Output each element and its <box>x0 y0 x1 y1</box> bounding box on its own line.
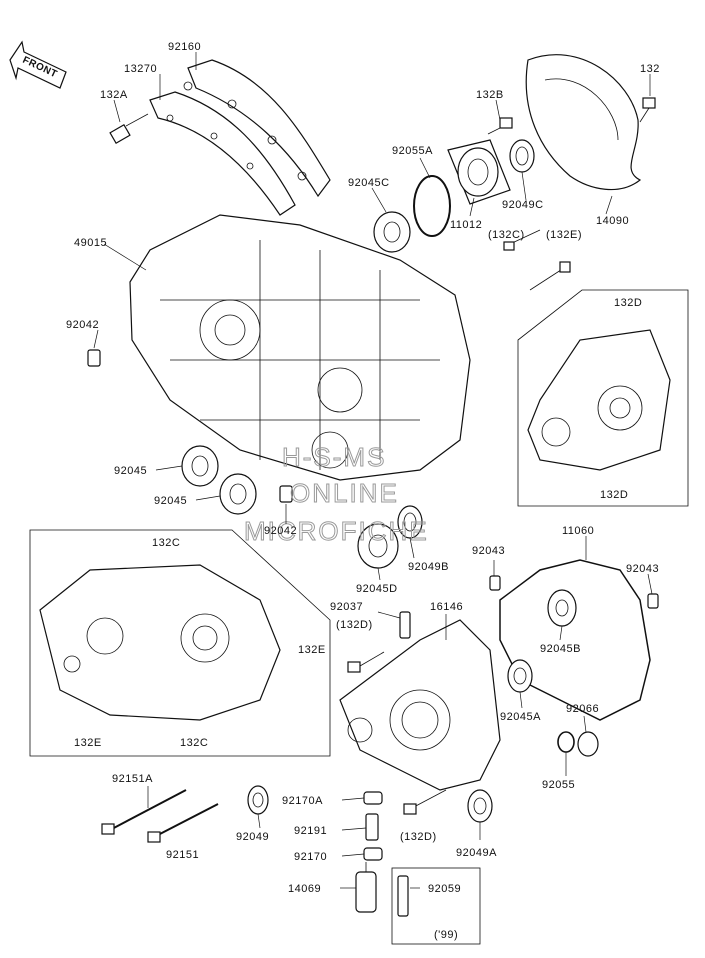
label-92055a: 92055A <box>392 145 433 157</box>
label-11012: 11012 <box>450 219 482 231</box>
oring-92055a <box>413 175 451 237</box>
label-92045d: 92045D <box>356 583 398 595</box>
label-92042-top: 92042 <box>66 319 99 331</box>
label-132b: 132B <box>476 89 504 101</box>
label-92043-right: 92043 <box>626 563 659 575</box>
seal-92049 <box>247 785 269 815</box>
label-132c-bottom: 132C <box>180 737 208 749</box>
label-14069: 14069 <box>288 883 321 895</box>
label-14090: 14090 <box>596 215 629 227</box>
label-92170: 92170 <box>294 851 327 863</box>
cover-14090 <box>525 54 642 191</box>
label-132e-bottom: 132E <box>74 737 102 749</box>
label-92043-left: 92043 <box>472 545 505 557</box>
crankcase-49015 <box>129 214 471 481</box>
label-132d-paren2: (132D) <box>400 831 437 843</box>
label-92045b: 92045B <box>540 643 581 655</box>
label-132: 132 <box>640 63 660 75</box>
label-132c-top: 132C <box>152 537 180 549</box>
label-132c-paren: (132C) <box>488 229 525 241</box>
hose-92191 <box>365 813 379 841</box>
label-92191: 92191 <box>294 825 327 837</box>
bearing-92045-a <box>181 445 219 487</box>
bearing-92045a <box>507 659 533 693</box>
label-13270: 13270 <box>124 63 157 75</box>
clamp-92170 <box>363 847 383 861</box>
label-92059: 92059 <box>428 883 461 895</box>
bolt-132d-lower-icon <box>403 789 447 815</box>
label-132a: 132A <box>100 89 128 101</box>
oring-92055 <box>557 731 575 753</box>
labels: 92160 13270 132A 132 132B 92055A 92045C … <box>66 41 660 941</box>
dowel-92042-top <box>87 349 101 367</box>
watermark-line3: MICROFICHE <box>244 516 429 546</box>
seal-92049c <box>509 139 535 173</box>
box-92059 <box>391 867 481 945</box>
rail-plate <box>149 59 331 216</box>
label-92042-mid: 92042 <box>264 525 297 537</box>
bearing-92045-b <box>219 473 257 515</box>
plug-92066 <box>577 731 599 757</box>
label-92160: 92160 <box>168 41 201 53</box>
label-92045-a: 92045 <box>114 465 147 477</box>
label-16146: 16146 <box>430 601 463 613</box>
crankcase-16146 <box>339 619 501 791</box>
bolt-132-icon <box>639 97 656 123</box>
bolts-132c-132e-upper-icon <box>503 229 571 291</box>
bolt-92151-icon <box>147 803 219 843</box>
bearing-92045b <box>547 589 577 627</box>
label-92151a: 92151A <box>112 773 153 785</box>
dowel-92042-mid <box>279 485 293 503</box>
breather-14069 <box>355 862 377 913</box>
inset-box-132d <box>517 289 689 507</box>
label-92055: 92055 <box>542 779 575 791</box>
inset-box-132c-132e <box>29 529 331 757</box>
label-49015: 49015 <box>74 237 107 249</box>
label-92049: 92049 <box>236 831 269 843</box>
dowel-92043-right <box>647 593 659 609</box>
label-92037: 92037 <box>330 601 363 613</box>
clamp-92170a <box>363 791 383 805</box>
label-132e-paren: (132E) <box>546 229 582 241</box>
label-132e-right: 132E <box>298 644 326 656</box>
leader-lines <box>93 52 653 889</box>
label-92066: 92066 <box>566 703 599 715</box>
bearing-92045c <box>373 211 411 253</box>
label-92049b: 92049B <box>408 561 449 573</box>
label-132d-paren: (132D) <box>336 619 373 631</box>
dowel-92043-left <box>489 575 501 591</box>
label-92151: 92151 <box>166 849 199 861</box>
watermark: H-S-MS ONLINE MICROFICHE <box>244 442 429 547</box>
housing-11012 <box>447 139 511 205</box>
label-92045c: 92045C <box>348 177 390 189</box>
bolt-132a-icon <box>109 113 149 145</box>
label-132d-top: 132D <box>614 297 642 309</box>
watermark-line2: ONLINE <box>290 478 399 508</box>
label-132d-bottom: 132D <box>600 489 628 501</box>
label-92170a: 92170A <box>282 795 323 807</box>
front-arrow-icon: FRONT <box>9 40 67 89</box>
label-99: ('99) <box>434 929 458 941</box>
label-92049c: 92049C <box>502 199 544 211</box>
gasket-11060 <box>499 559 651 721</box>
bolt-92151a-icon <box>101 789 187 835</box>
bracket-92037 <box>399 611 411 639</box>
label-92045-b: 92045 <box>154 495 187 507</box>
label-92049a: 92049A <box>456 847 497 859</box>
label-92045a: 92045A <box>500 711 541 723</box>
watermark-line1: H-S-MS <box>282 442 386 472</box>
bolt-132b-icon <box>487 117 513 135</box>
label-11060: 11060 <box>562 525 594 537</box>
seal-92049a <box>467 789 493 823</box>
